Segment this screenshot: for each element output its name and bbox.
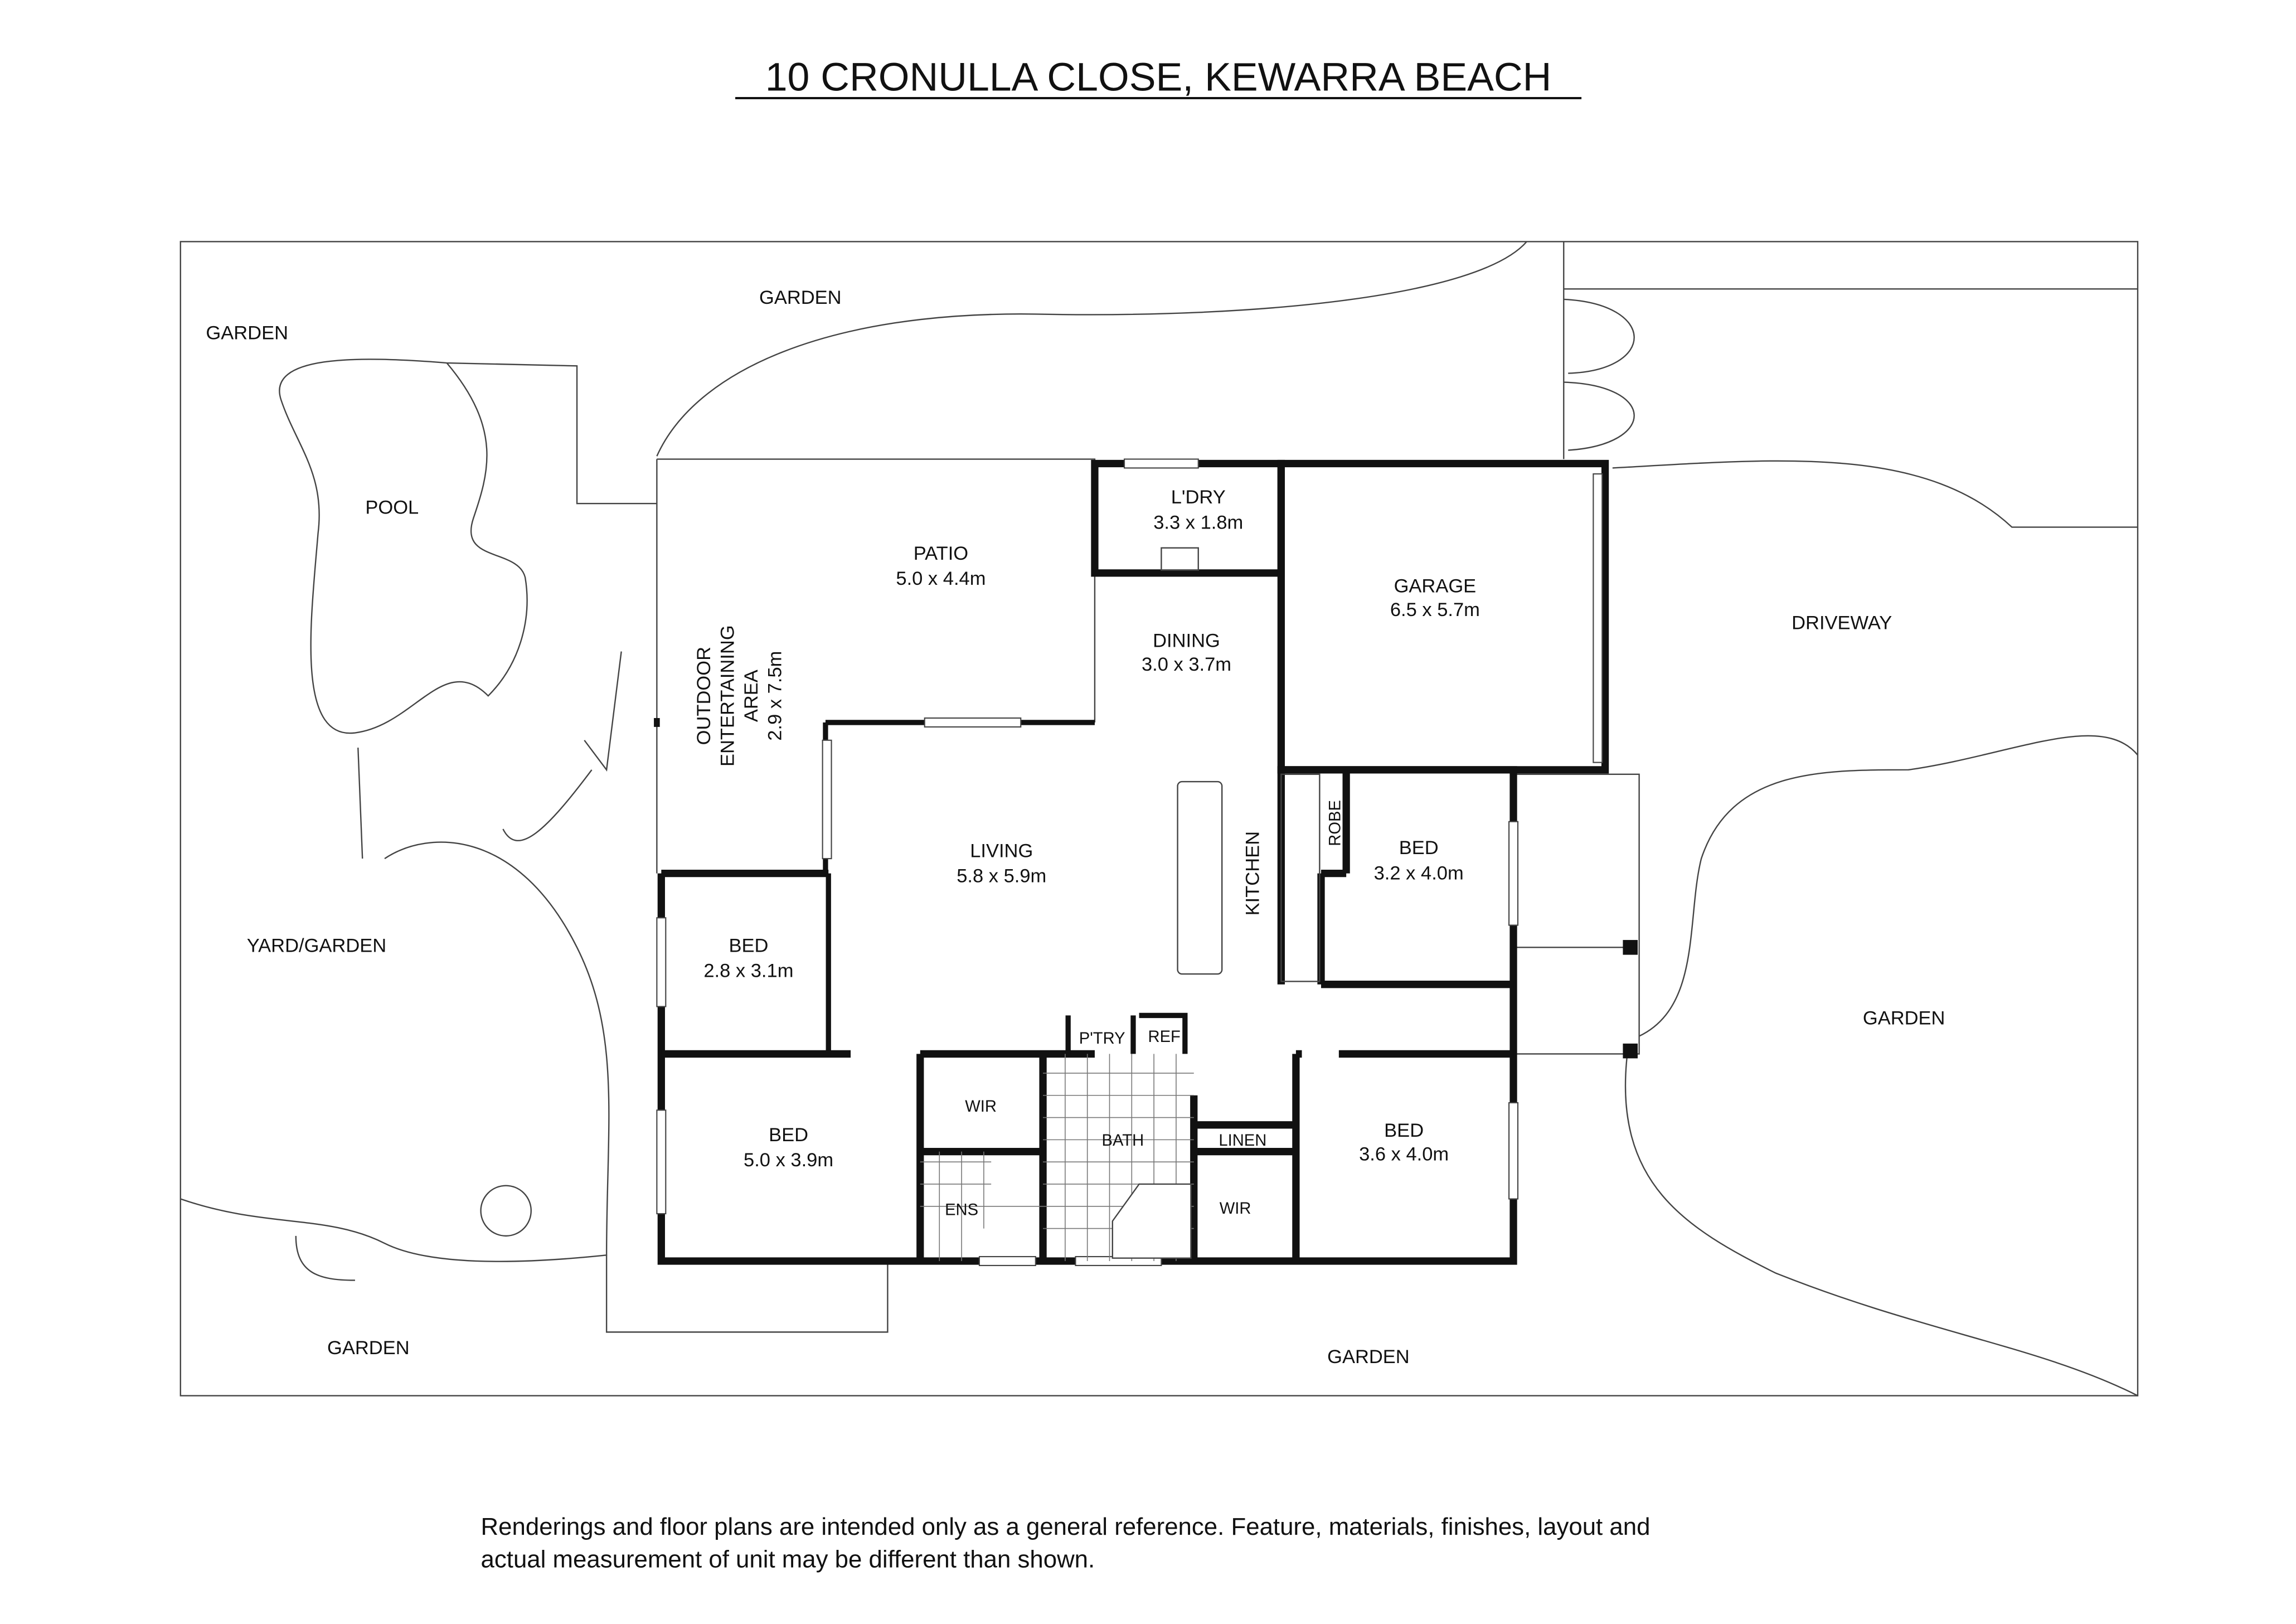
room-bed3-name: BED	[769, 1124, 808, 1146]
room-wir1-name: WIR	[965, 1098, 997, 1116]
room-wir2-name: WIR	[1220, 1200, 1251, 1218]
room-kitchen-name: KITCHEN	[1242, 831, 1264, 915]
room-patio-name: PATIO	[914, 543, 968, 564]
label-garden-top: GARDEN	[759, 287, 842, 308]
label-garden-left: GARDEN	[206, 323, 288, 344]
room-ref-name: REF	[1148, 1028, 1181, 1046]
label-garden-right: GARDEN	[1863, 1007, 1945, 1029]
plan-title: 10 CRONULLA CLOSE, KEWARRA BEACH	[765, 55, 1552, 100]
room-linen-name: LINEN	[1219, 1132, 1266, 1150]
room-patio-size: 5.0 x 4.4m	[896, 568, 986, 589]
room-outdoor-size: 2.9 x 7.5m	[764, 651, 785, 741]
label-pool: POOL	[365, 497, 419, 518]
room-bed1-name: BED	[1399, 837, 1439, 859]
room-outdoor-line3: AREA	[741, 670, 762, 722]
room-bed2-size: 2.8 x 3.1m	[703, 960, 793, 981]
disclaimer-line2: actual measurement of unit may be differ…	[481, 1545, 1095, 1573]
room-bed1-size: 3.2 x 4.0m	[1374, 862, 1464, 884]
room-bed4-size: 3.6 x 4.0m	[1359, 1144, 1449, 1165]
label-yard: YARD/GARDEN	[247, 935, 386, 956]
site-boundary	[179, 241, 2139, 1397]
room-bed3-size: 5.0 x 3.9m	[744, 1150, 833, 1171]
room-garage-name: GARAGE	[1394, 575, 1477, 597]
label-driveway: DRIVEWAY	[1792, 613, 1892, 634]
room-pantry-name: P'TRY	[1079, 1030, 1125, 1048]
label-garden-bottom-left: GARDEN	[327, 1337, 410, 1359]
room-bed2-name: BED	[729, 935, 768, 956]
walls	[654, 458, 1609, 1267]
room-outdoor-line1: OUTDOOR	[693, 647, 715, 745]
room-living-name: LIVING	[970, 840, 1033, 861]
room-garage-size: 6.5 x 5.7m	[1390, 599, 1480, 620]
room-bed4-name: BED	[1384, 1120, 1424, 1141]
room-dining-name: DINING	[1153, 631, 1220, 652]
room-outdoor-line2: ENTERTAINING	[717, 625, 738, 767]
landscape-lines	[180, 241, 2138, 1397]
room-robe-name: ROBE	[1327, 800, 1344, 846]
room-bath-name: BATH	[1102, 1132, 1144, 1150]
room-laundry-size: 3.3 x 1.8m	[1153, 512, 1243, 533]
room-ens-name: ENS	[945, 1201, 978, 1219]
room-living-size: 5.8 x 5.9m	[957, 866, 1046, 887]
disclaimer-line1: Renderings and floor plans are intended …	[481, 1513, 1651, 1540]
room-laundry-name: L'DRY	[1171, 487, 1226, 508]
label-garden-bottom: GARDEN	[1327, 1346, 1410, 1368]
room-dining-size: 3.0 x 3.7m	[1142, 654, 1231, 675]
